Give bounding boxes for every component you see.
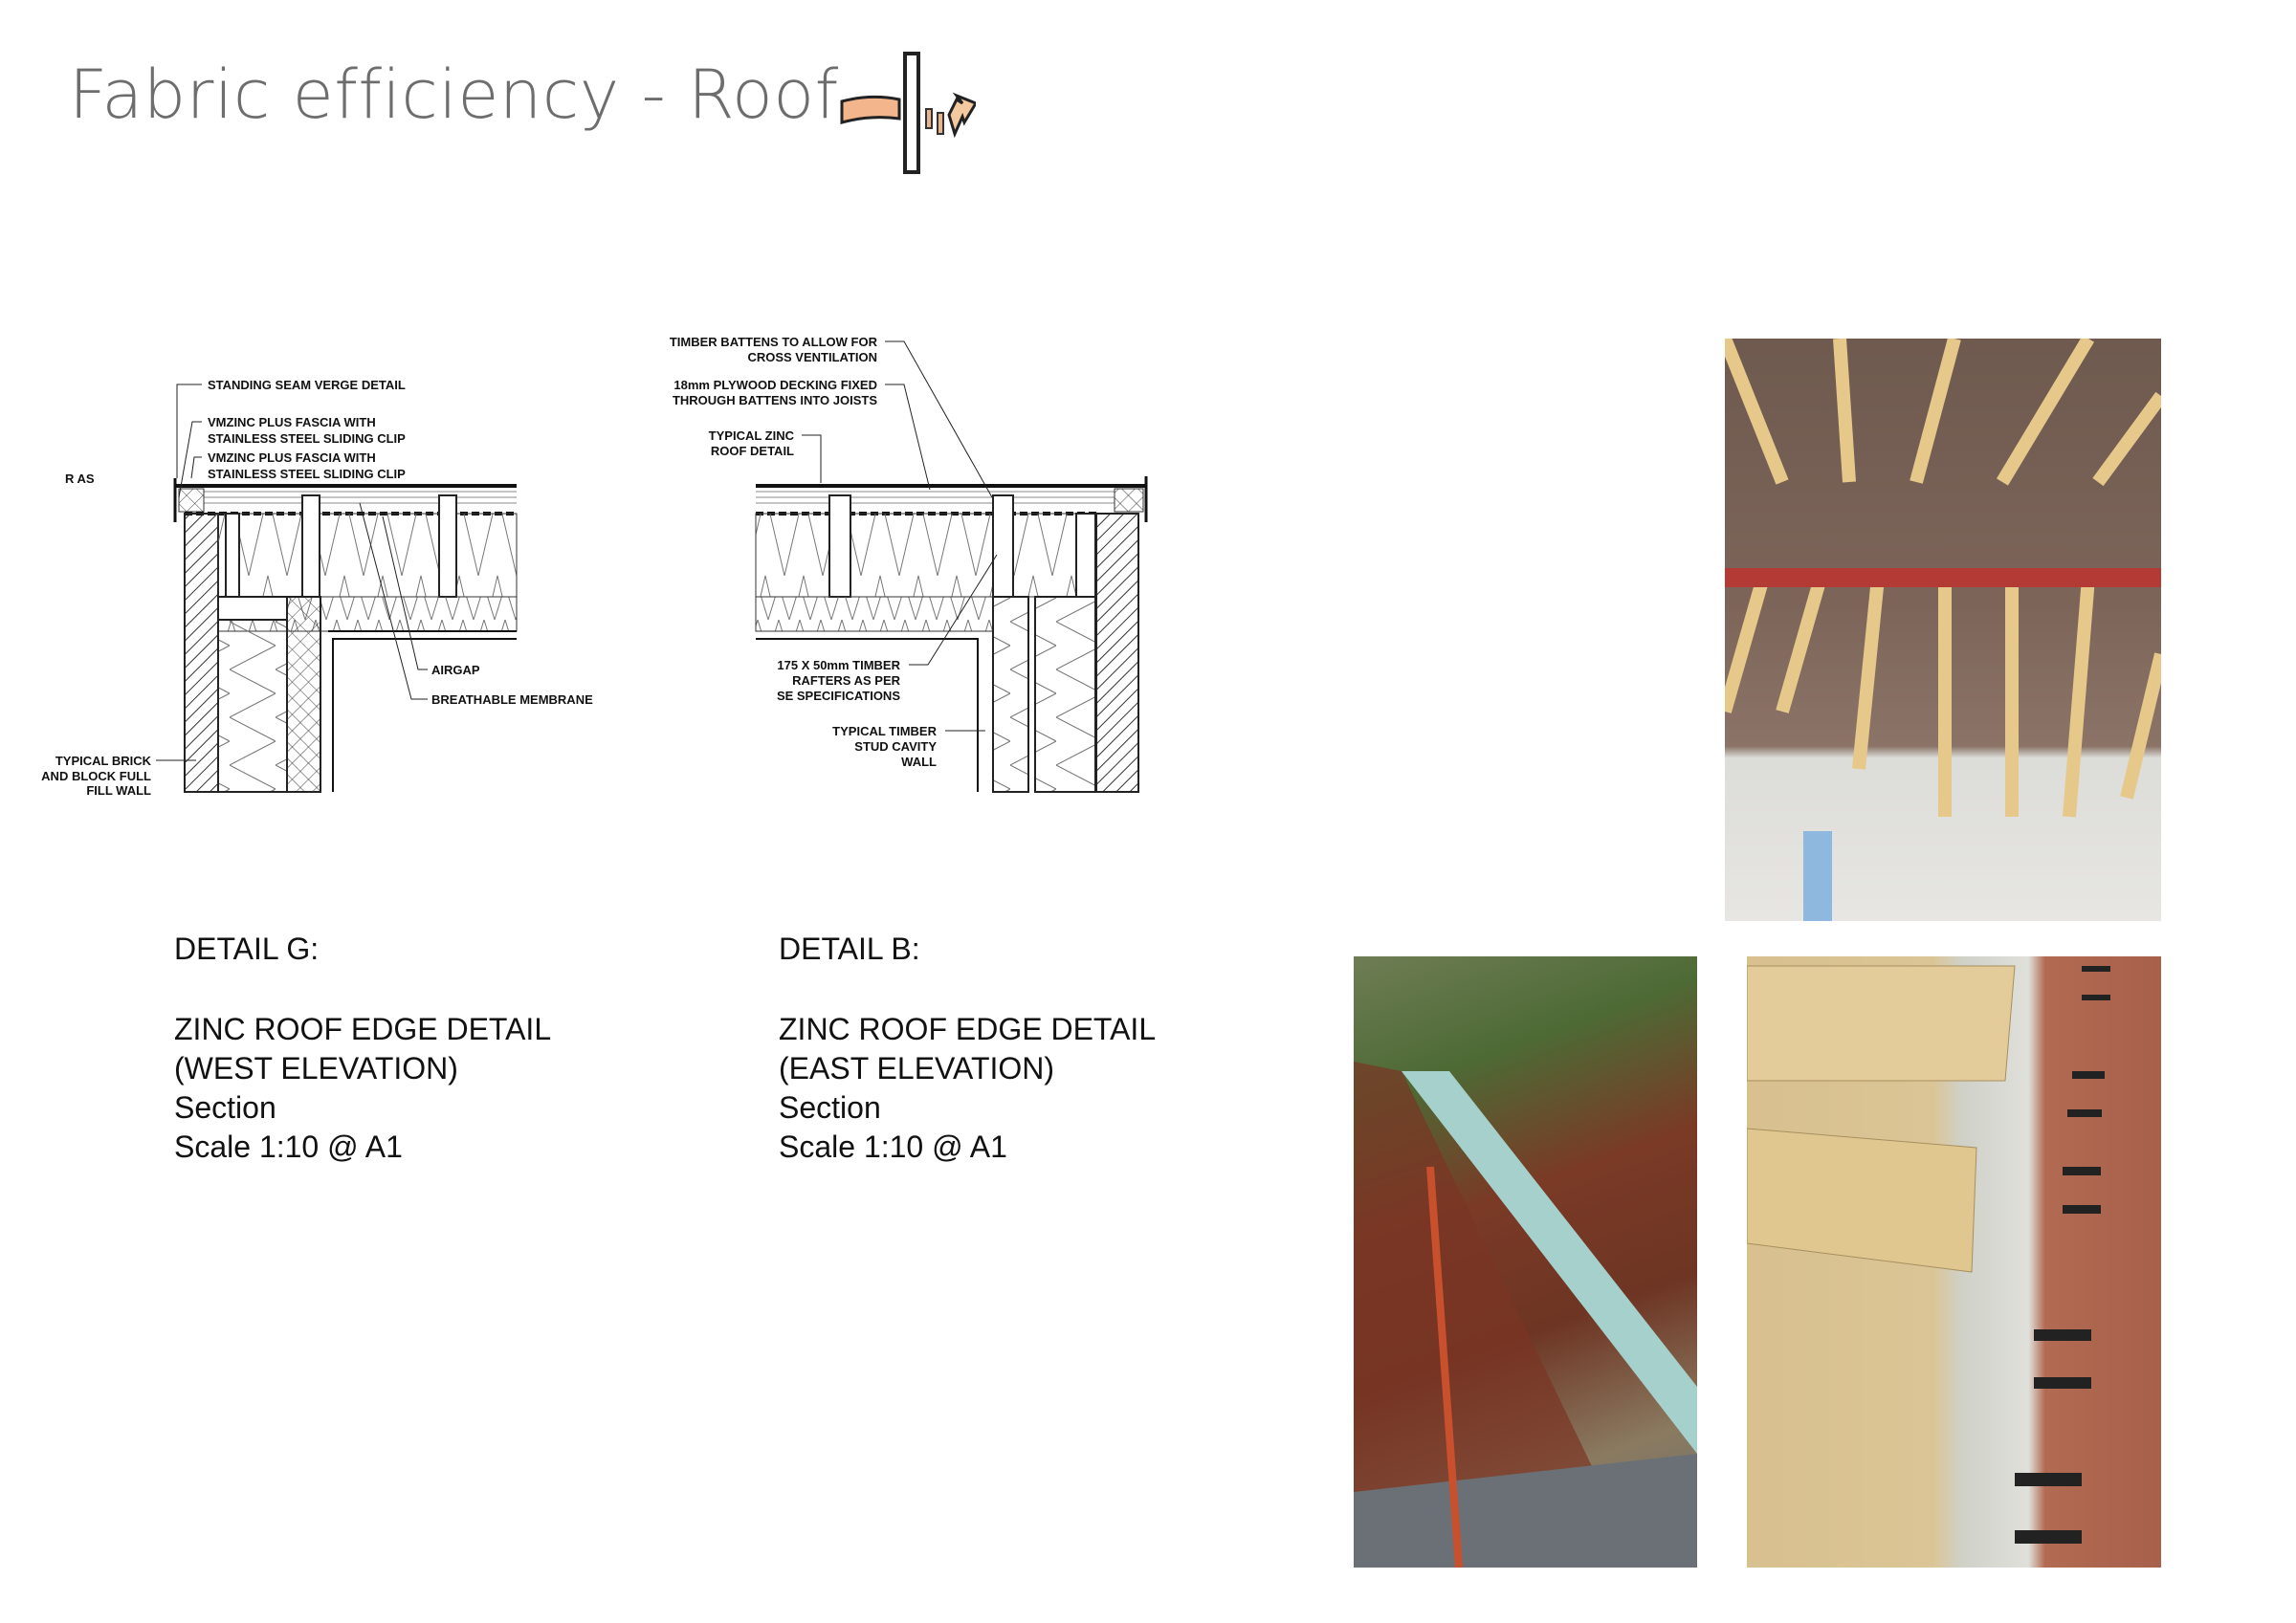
label-zinc-roof: TYPICAL ZINC bbox=[709, 428, 795, 443]
detail-line: (EAST ELEVATION) bbox=[779, 1051, 1055, 1086]
detail-g-caption: DETAIL G: ZINC ROOF EDGE DETAIL (WEST EL… bbox=[174, 930, 551, 1167]
label-plywood-decking: THROUGH BATTENS INTO JOISTS bbox=[673, 393, 877, 407]
label-stud-wall: TYPICAL TIMBER bbox=[832, 724, 937, 738]
detail-line: ZINC ROOF EDGE DETAIL bbox=[779, 1012, 1157, 1046]
label-plywood-decking: 18mm PLYWOOD DECKING FIXED bbox=[673, 378, 877, 392]
label-brick-wall: TYPICAL BRICK bbox=[55, 754, 152, 768]
label-rafters: 175 X 50mm TIMBER bbox=[777, 658, 900, 672]
detail-title: DETAIL B: bbox=[779, 932, 920, 966]
label-fascia-2: STAINLESS STEEL SLIDING CLIP bbox=[208, 467, 406, 481]
detail-line: Section bbox=[174, 1090, 276, 1125]
detail-scale: Scale 1:10 @ A1 bbox=[174, 1130, 403, 1164]
label-stud-wall: STUD CAVITY bbox=[854, 739, 937, 754]
roof-edge-section-drawing: R AS STANDING SEAM VERGE DETAIL VMZINC P… bbox=[41, 335, 1148, 798]
label-fascia-1: VMZINC PLUS FASCIA WITH bbox=[208, 415, 376, 429]
cut-off-label: R AS bbox=[65, 472, 95, 486]
label-brick-wall: FILL WALL bbox=[86, 783, 151, 798]
detail-b-caption: DETAIL B: ZINC ROOF EDGE DETAIL (EAST EL… bbox=[779, 930, 1156, 1167]
label-airgap: AIRGAP bbox=[431, 663, 480, 677]
label-rafters: SE SPECIFICATIONS bbox=[777, 689, 900, 703]
label-rafters: RAFTERS AS PER bbox=[792, 673, 901, 688]
page-title: Fabric efficiency - Roof bbox=[69, 55, 839, 134]
label-zinc-roof: ROOF DETAIL bbox=[711, 444, 794, 458]
detail-scale: Scale 1:10 @ A1 bbox=[779, 1130, 1007, 1164]
label-fascia-1: STAINLESS STEEL SLIDING CLIP bbox=[208, 431, 406, 446]
label-breathable-membrane: BREATHABLE MEMBRANE bbox=[431, 692, 593, 707]
label-stud-wall: WALL bbox=[901, 755, 937, 769]
photo-roof-edge-scaffold bbox=[1354, 956, 1697, 1568]
detail-g-drawing: R AS STANDING SEAM VERGE DETAIL VMZINC P… bbox=[41, 378, 593, 798]
heat-loss-through-wall-icon bbox=[840, 52, 976, 174]
label-fascia-2: VMZINC PLUS FASCIA WITH bbox=[208, 450, 376, 465]
label-timber-battens: CROSS VENTILATION bbox=[747, 350, 877, 364]
label-brick-wall: AND BLOCK FULL bbox=[41, 769, 151, 783]
label-standing-seam: STANDING SEAM VERGE DETAIL bbox=[208, 378, 406, 392]
detail-line: ZINC ROOF EDGE DETAIL bbox=[174, 1012, 552, 1046]
photo-brick-wall-timber-joists bbox=[1747, 956, 2161, 1568]
detail-line: Section bbox=[779, 1090, 881, 1125]
detail-title: DETAIL G: bbox=[174, 932, 320, 966]
label-timber-battens: TIMBER BATTENS TO ALLOW FOR bbox=[670, 335, 878, 349]
detail-line: (WEST ELEVATION) bbox=[174, 1051, 458, 1086]
detail-b-drawing: TIMBER BATTENS TO ALLOW FOR CROSS VENTIL… bbox=[670, 335, 1148, 793]
photo-roof-joists-insulation bbox=[1725, 339, 2161, 921]
